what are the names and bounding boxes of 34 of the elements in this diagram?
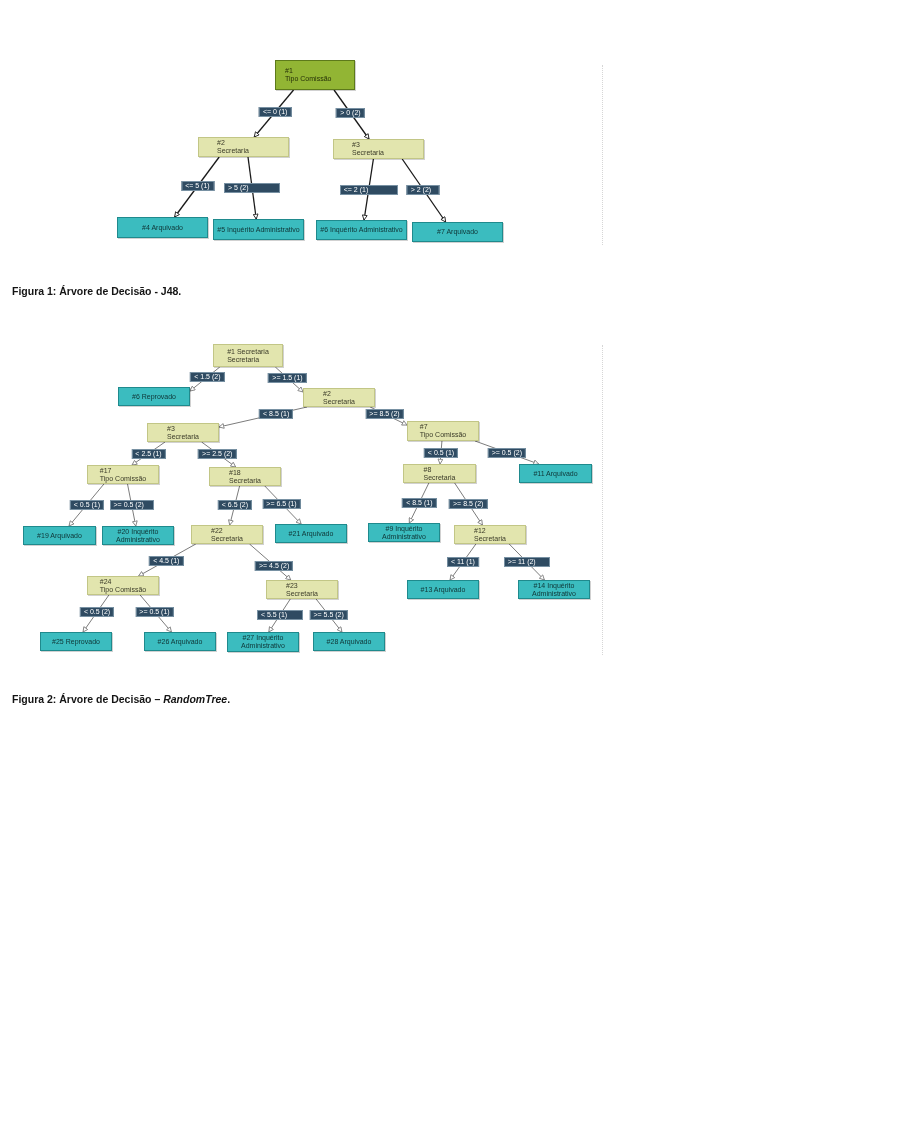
leaf-node	[118, 387, 190, 406]
decision-node	[333, 139, 424, 159]
decision-node	[407, 421, 479, 441]
leaf-node	[407, 580, 479, 599]
decision-node	[87, 465, 159, 484]
decision-node	[213, 344, 283, 367]
decision-node	[191, 525, 263, 544]
decision-node	[275, 60, 355, 90]
decision-node	[87, 576, 159, 595]
decision-node	[403, 464, 476, 483]
decision-node	[198, 137, 289, 157]
figure-caption: Figura 1: Árvore de Decisão - J48.	[12, 285, 182, 298]
leaf-node	[213, 219, 304, 240]
leaf-node	[144, 632, 216, 651]
decision-node	[303, 388, 375, 407]
connector-arrow	[362, 158, 375, 221]
leaf-node	[316, 220, 407, 240]
decision-node	[209, 467, 281, 486]
connector-arrow	[68, 483, 105, 527]
figure-caption: Figura 2: Árvore de Decisão – RandomTree.	[12, 693, 231, 706]
leaf-node	[313, 632, 385, 651]
leaf-node	[518, 580, 590, 599]
decision-node	[147, 423, 219, 442]
leaf-node	[227, 632, 299, 652]
leaf-node	[275, 524, 347, 543]
decision-node	[266, 580, 338, 599]
decision-node	[454, 525, 526, 544]
leaf-node	[40, 632, 112, 651]
leaf-node	[412, 222, 503, 242]
leaf-node	[368, 523, 440, 542]
leaf-node	[117, 217, 208, 238]
leaf-node	[519, 464, 592, 483]
leaf-node	[23, 526, 96, 545]
leaf-node	[102, 526, 174, 545]
